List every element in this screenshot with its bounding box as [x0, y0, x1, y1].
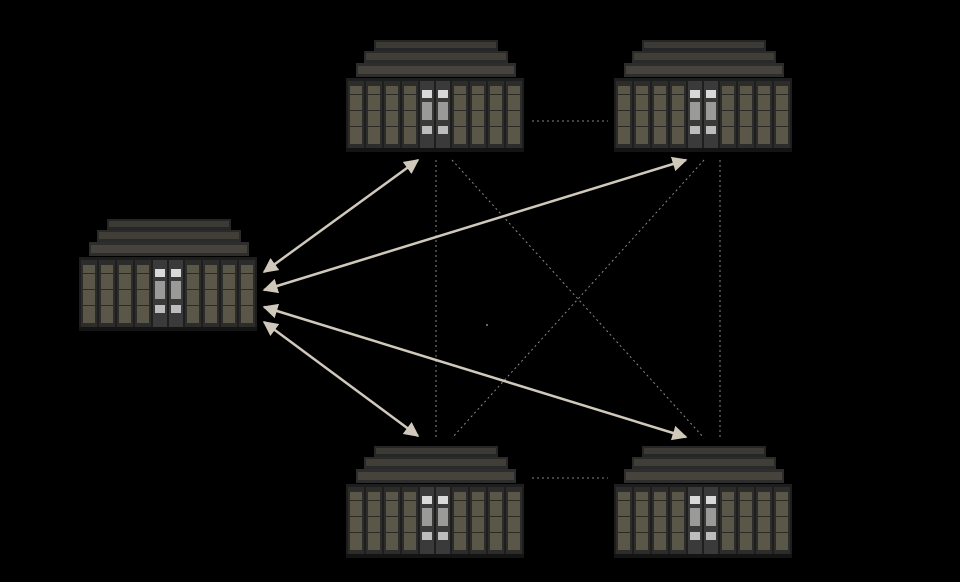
arrow-left-to-bottom-center — [262, 320, 420, 438]
top-right-cluster — [614, 40, 792, 152]
left-cluster — [79, 219, 257, 331]
center-dot — [486, 324, 488, 326]
dotted-links — [435, 120, 721, 479]
arrow-left-to-top-right — [262, 156, 688, 294]
top-center-cluster — [346, 40, 524, 152]
arrow-left-to-top-center — [262, 158, 420, 274]
bottom-right-cluster — [614, 446, 792, 558]
bottom-center-cluster — [346, 446, 524, 558]
arrow-left-to-bottom-right — [262, 303, 688, 441]
solid-links — [262, 156, 688, 441]
